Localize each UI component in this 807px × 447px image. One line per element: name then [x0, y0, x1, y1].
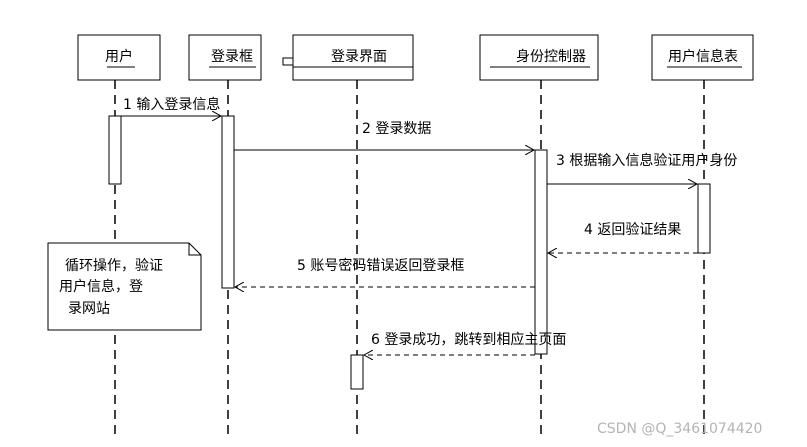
message-1: 1 输入登录信息 — [115, 96, 221, 116]
participant-auth-label: 身份控制器 — [516, 49, 586, 65]
participant-login-box: 登录框 — [188, 34, 262, 81]
message-2: 2 登录数据 — [234, 121, 534, 150]
message-6-label: 6 登录成功，跳转到相应主页面 — [371, 331, 566, 348]
participant-auth: 身份控制器 — [479, 34, 599, 81]
message-3-label: 3 根据输入信息验证用户身份 — [556, 152, 737, 169]
note-line-2: 用户信息，登 — [59, 278, 143, 295]
note-line-1: 循环操作，验证 — [65, 258, 163, 274]
participant-login-box-label: 登录框 — [211, 49, 253, 65]
message-2-label: 2 登录数据 — [362, 121, 431, 137]
activation-login-ui — [350, 354, 364, 390]
activation-user-table — [697, 183, 711, 254]
message-4-label: 4 返回验证结果 — [584, 222, 681, 238]
activation-user — [108, 115, 122, 185]
activations — [108, 115, 711, 390]
participant-user: 用户 — [77, 34, 161, 81]
message-3: 3 根据输入信息验证用户身份 — [547, 152, 737, 184]
activation-auth — [534, 149, 548, 355]
participant-user-table: 用户信息表 — [651, 34, 754, 81]
note: 循环操作，验证 用户信息，登 录网站 — [47, 242, 202, 331]
message-5-label: 5 账号密码错误返回登录框 — [297, 257, 464, 274]
message-5: 5 账号密码错误返回登录框 — [235, 257, 535, 287]
note-line-3: 录网站 — [68, 301, 110, 317]
activation-login-box — [221, 115, 235, 289]
participant-user-label: 用户 — [105, 48, 133, 65]
participant-login-ui: 登录界面 — [282, 34, 414, 81]
participant-login-ui-label: 登录界面 — [331, 49, 387, 65]
participant-user-table-label: 用户信息表 — [668, 48, 738, 65]
watermark: CSDN @Q_3461074420 — [597, 421, 762, 437]
boundary-icon — [282, 57, 294, 66]
message-1-label: 1 输入登录信息 — [123, 96, 220, 113]
message-6: 6 登录成功，跳转到相应主页面 — [364, 331, 566, 355]
message-4: 4 返回验证结果 — [548, 222, 698, 253]
